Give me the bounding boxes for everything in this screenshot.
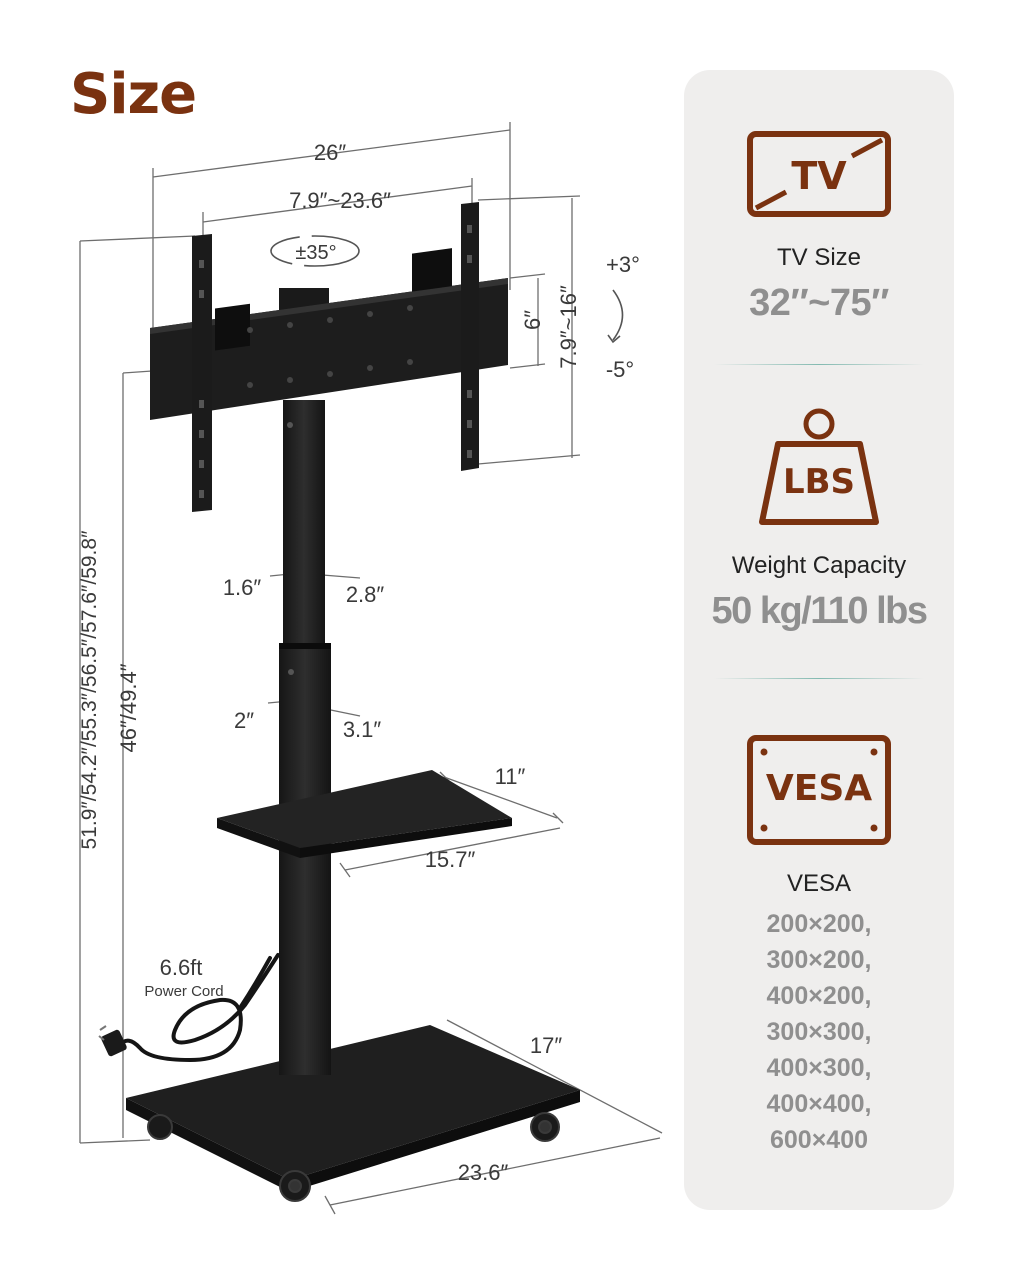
plate-center-height-label: 46″/49.4″ (116, 663, 141, 752)
power-cord (118, 953, 280, 1063)
stand-base (126, 1025, 580, 1192)
vesa-icon (747, 735, 891, 845)
upper-pole-width-label: 2.8″ (346, 582, 385, 607)
plate-height-label: 6″ (520, 310, 545, 330)
plate-width-label: 7.9″~23.6″ (289, 188, 391, 213)
base-depth-label: 17″ (530, 1033, 562, 1058)
tv-icon-text: TV (791, 154, 847, 198)
tv-mounting-plate (150, 248, 508, 420)
weight-capacity-label: Weight Capacity (731, 552, 907, 579)
vesa-brackets (192, 202, 479, 512)
page-title: Size (70, 62, 197, 127)
vesa-icon-text: VESA (765, 768, 873, 809)
vesa-value: 400×300, (766, 1054, 872, 1082)
divider (714, 678, 924, 679)
weight-capacity-value: 50 kg/110 lbs (711, 590, 929, 632)
product-dimension-diagram: 26″ 7.9″~23.6″ ±35° +3° -5° 6″ 7.9″~16″ … (78, 122, 663, 1215)
dimension-labels: 26″ 7.9″~23.6″ ±35° +3° -5° 6″ 7.9″~16″ … (78, 140, 640, 1185)
vesa-value: 200×200, (766, 910, 872, 938)
weight-icon-text: LBS (782, 462, 856, 502)
vesa-values-list: 200×200, 300×200, 400×200, 300×300, 400×… (684, 906, 954, 1158)
stand-pole (279, 400, 331, 1075)
tv-size-label: TV Size (776, 244, 862, 271)
vesa-value: 600×400 (769, 1126, 869, 1154)
tv-size-value: 32″~75″ (749, 282, 889, 324)
stand-shelf (217, 770, 512, 858)
overall-width-label: 26″ (314, 140, 346, 165)
spec-panel: TV TV Size 32″~75″ LBS Weight Capacity 5… (684, 70, 954, 1210)
vesa-value: 400×400, (766, 1090, 872, 1118)
weight-icon (759, 408, 879, 525)
cord-caption-label: Power Cord (144, 983, 223, 1000)
shelf-depth-label: 11″ (495, 764, 526, 789)
overall-height-label: 51.9″/54.2″/55.3″/56.5″/57.6″/59.8″ (78, 530, 101, 850)
vesa-value: 300×200, (766, 946, 872, 974)
plug-icon (98, 1025, 127, 1057)
cord-length-label: 6.6ft (160, 955, 203, 980)
base-width-label: 23.6″ (458, 1160, 509, 1185)
vesa-value: 400×200, (766, 982, 872, 1010)
bracket-height-label: 7.9″~16″ (556, 285, 581, 369)
swivel-label: ±35° (295, 242, 336, 264)
caster-wheels (147, 1112, 560, 1202)
lower-pole-depth-label: 2″ (234, 708, 254, 733)
tv-icon (747, 131, 891, 217)
divider (714, 364, 924, 365)
shelf-width-label: 15.7″ (425, 847, 476, 872)
lower-pole-width-label: 3.1″ (343, 717, 382, 742)
vesa-label: VESA (786, 870, 852, 897)
tilt-down-label: -5° (606, 357, 634, 382)
upper-pole-depth-label: 1.6″ (223, 575, 262, 600)
vesa-value: 300×300, (766, 1018, 872, 1046)
tilt-up-label: +3° (606, 252, 640, 277)
